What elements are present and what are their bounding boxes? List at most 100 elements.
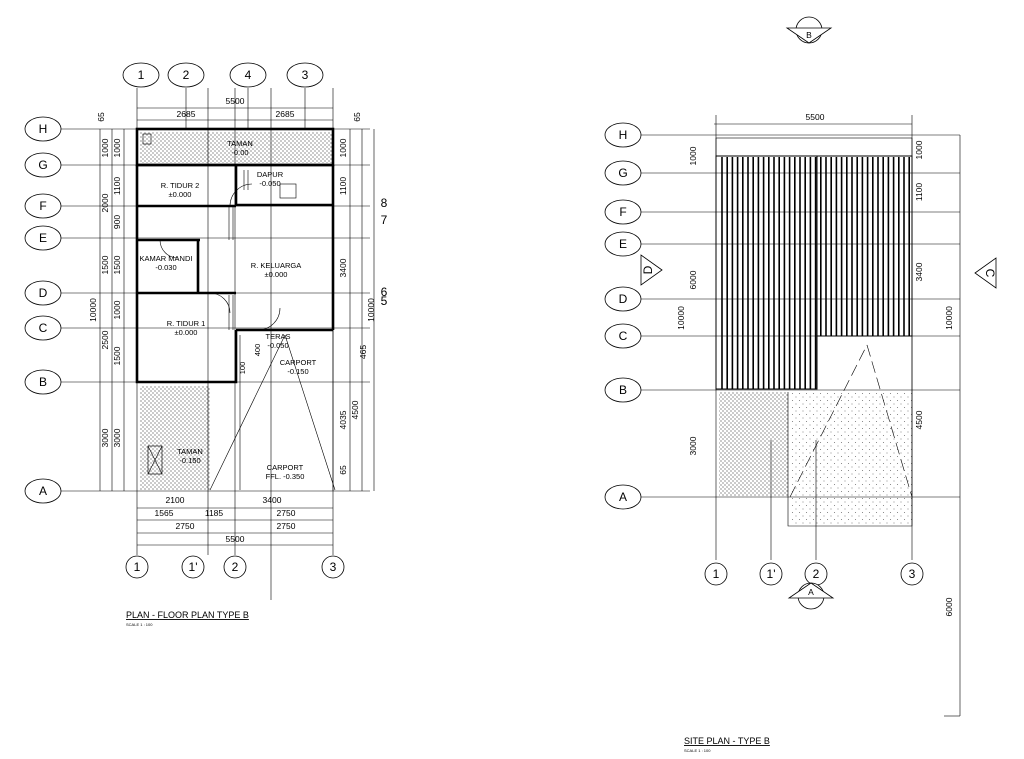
site-row-bubble-f-label: F [619, 205, 626, 219]
site-dim-5: 3400 [914, 262, 924, 281]
roof-tile-stripes [721, 157, 911, 389]
plan-dim-right-0: 1000 [338, 138, 348, 157]
plan-room-level-4: ±0.000 [265, 270, 288, 279]
plan-dim-bottom-6: 2750 [277, 521, 296, 531]
plan-dim-right-6: 4500 [350, 400, 360, 419]
plan-dim-top-left-offset: 65 [96, 112, 106, 122]
plan-bottom-col-bubble-3: 3 [321, 555, 345, 579]
site-dim-overall-width: 5500 [806, 112, 825, 122]
site-row-bubble-b-label: B [619, 383, 627, 397]
plan-dim-left-1: 1000 [112, 138, 122, 157]
plan-room-name-0: TAMAN [227, 139, 253, 148]
plan-row-bubble-b-label: B [39, 375, 47, 389]
plan-dim-right-3: 10000 [366, 298, 376, 322]
site-dim-3: 1100 [914, 183, 924, 202]
site-col-bubble-3-label: 3 [909, 567, 916, 581]
plan-top-col-bubble-3: 3 [286, 62, 324, 88]
site-dim-2: 1000 [914, 140, 924, 159]
plan-dim-bottom-3: 1185 [205, 508, 224, 518]
plan-dim-left-8: 10000 [88, 298, 98, 322]
site-row-bubble-a: A [604, 484, 642, 510]
plan-room-level-3: -0.030 [155, 263, 176, 272]
plan-room-level-2: -0.050 [259, 179, 280, 188]
plan-room-name-8: TAMAN [177, 447, 203, 456]
plan-top-col-bubble-1-label: 2 [183, 68, 190, 82]
plan-dim-misc-0: 400 [253, 344, 262, 357]
site-section-mark-b: B [785, 16, 833, 44]
site-plan-scale: SCALE 1 : 100 [684, 748, 711, 753]
site-col-bubble-3: 3 [900, 562, 924, 586]
plan-room-level-1: ±0.000 [169, 190, 192, 199]
plan-dim-top-right: 2685 [276, 109, 295, 119]
plan-dim-top-left: 2685 [177, 109, 196, 119]
site-col-bubble-0-label: 1 [713, 567, 720, 581]
plan-dim-top-overall: 5500 [226, 96, 245, 106]
plan-row-bubble-h: H [24, 116, 62, 142]
site-row-bubble-e: E [604, 231, 642, 257]
plan-top-col-bubble-1: 2 [167, 62, 205, 88]
site-garden-hatch [719, 392, 788, 496]
plan-doors [142, 133, 297, 331]
site-dim-9: 4500 [914, 410, 924, 429]
plan-dim-right-4: 465 [358, 345, 368, 359]
plan-dim-left-3: 2000 [100, 193, 110, 212]
plan-section-mark-5: 5 [381, 294, 388, 308]
plan-dim-right-5: 4035 [338, 410, 348, 429]
site-section-mark-d: D [641, 265, 655, 274]
site-carport-lines [787, 336, 913, 527]
plan-room-level-6: -0.050 [267, 341, 288, 350]
plan-room-name-6: TERAS [265, 332, 290, 341]
plan-dim-left-9: 2500 [100, 330, 110, 349]
plan-dim-left-6: 1500 [112, 255, 122, 274]
plan-top-col-bubble-0-label: 1 [138, 68, 145, 82]
plan-section-mark-6: 6 [381, 285, 388, 299]
plan-room-name-5: R. TIDUR 1 [167, 319, 206, 328]
plan-section-mark-8: 8 [381, 196, 388, 210]
plan-room-name-9: CARPORT [267, 463, 304, 472]
plan-dim-bottom-2: 1565 [155, 508, 174, 518]
plan-room-name-4: R. KELUARGA [251, 261, 301, 270]
plan-row-bubble-d: D [24, 280, 62, 306]
site-row-bubble-c-label: C [619, 329, 628, 343]
septic-tank [147, 445, 163, 475]
plan-bottom-col-bubble-2: 2 [223, 555, 247, 579]
site-col-bubble-0: 1 [704, 562, 728, 586]
site-dim-6: 10000 [676, 306, 686, 330]
plan-dim-bottom-5: 2750 [176, 521, 195, 531]
plan-row-bubble-a-label: A [39, 484, 47, 498]
floor-plan [55, 88, 375, 600]
plan-dim-right-7: 65 [338, 465, 348, 475]
site-carport-hatch [790, 392, 912, 526]
site-row-bubble-f: F [604, 199, 642, 225]
site-section-mark-a: A [787, 582, 835, 610]
site-plan [635, 115, 961, 717]
plan-row-bubble-a: A [24, 478, 62, 504]
plan-room-level-9: FFL. -0.350 [266, 472, 305, 481]
garden-hatch-front [140, 386, 210, 490]
site-col-bubble-2: 2 [804, 562, 828, 586]
plan-bottom-col-bubble-1: 1' [181, 555, 205, 579]
plan-row-bubble-b: B [24, 369, 62, 395]
site-row-bubble-h-label: H [619, 128, 628, 142]
plan-dim-bottom-0: 2100 [166, 495, 185, 505]
plan-dim-top-right-offset: 65 [352, 112, 362, 122]
plan-dim-bottom-4: 2750 [277, 508, 296, 518]
plan-row-bubble-e: E [24, 225, 62, 251]
plan-room-name-1: R. TIDUR 2 [161, 181, 200, 190]
plan-room-name-7: CARPORT [280, 358, 317, 367]
roof-left [715, 155, 818, 390]
plan-dim-bottom-overall: 5500 [226, 534, 245, 544]
plan-row-bubble-c: C [24, 315, 62, 341]
plan-dimension-lines [99, 107, 375, 546]
plan-row-bubble-f: F [24, 193, 62, 219]
site-row-bubble-d-label: D [619, 292, 628, 306]
site-row-bubble-g: G [604, 160, 642, 186]
roof-right [816, 155, 913, 337]
plan-row-bubble-f-label: F [39, 199, 46, 213]
plan-dim-right-2: 3400 [338, 258, 348, 277]
plan-dim-left-10: 1500 [112, 346, 122, 365]
plan-top-col-bubble-3-label: 3 [302, 68, 309, 82]
plan-dim-left-12: 3000 [112, 428, 122, 447]
site-dim-8: 3000 [688, 436, 698, 455]
